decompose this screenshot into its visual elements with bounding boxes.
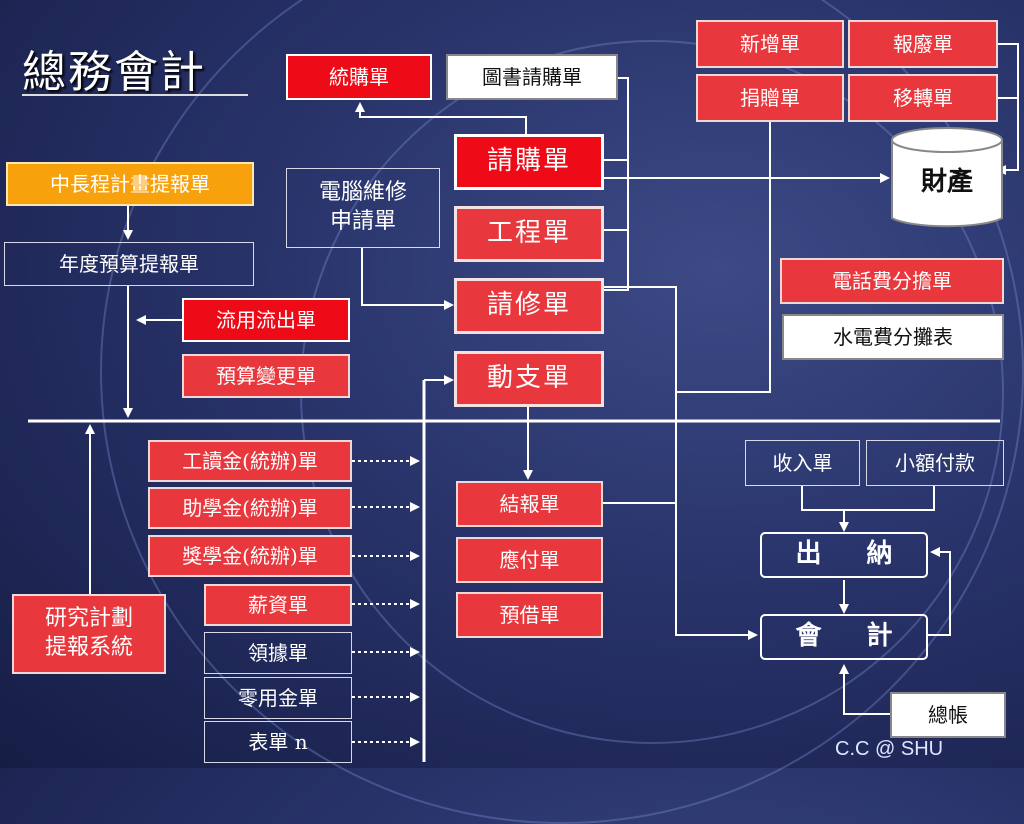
node-new-asset[interactable]: 新增單 — [696, 20, 844, 68]
node-income[interactable]: 收入單 — [745, 440, 860, 486]
title-underline — [22, 94, 248, 96]
node-accounting[interactable]: 會 計 — [760, 614, 928, 660]
node-budget-plan[interactable]: 中長程計畫提報單 — [6, 162, 254, 206]
node-advance[interactable]: 預借單 — [456, 592, 603, 638]
node-transfer[interactable]: 移轉單 — [848, 74, 998, 122]
node-scholarship[interactable]: 獎學金(統辦)單 — [148, 535, 352, 577]
node-salary[interactable]: 薪資單 — [204, 584, 352, 626]
node-phone-share[interactable]: 電話費分擔單 — [780, 258, 1004, 304]
node-purchase-request[interactable]: 請購單 — [454, 134, 604, 190]
node-form-n[interactable]: 表單 n — [204, 721, 352, 763]
property-label: 財產 — [920, 167, 973, 198]
node-budget-change[interactable]: 預算變更單 — [182, 354, 350, 398]
node-engineering[interactable]: 工程單 — [454, 206, 604, 262]
node-receipt[interactable]: 領據單 — [204, 632, 352, 674]
node-expense[interactable]: 動支單 — [454, 351, 604, 407]
node-settlement[interactable]: 結報單 — [456, 481, 603, 527]
node-small-payment[interactable]: 小額付款 — [866, 440, 1004, 486]
property-database-icon — [891, 127, 1003, 228]
footer-credit: C.C @ SHU — [835, 738, 944, 760]
node-computer-repair[interactable]: 電腦維修 申請單 — [286, 168, 440, 248]
node-petty-cash[interactable]: 零用金單 — [204, 677, 352, 719]
node-repair-request[interactable]: 請修單 — [454, 278, 604, 334]
node-cashier[interactable]: 出 納 — [760, 532, 928, 578]
node-property[interactable]: 財產 — [892, 158, 1002, 208]
node-annual-budget[interactable]: 年度預算提報單 — [4, 242, 254, 286]
node-transfer-out[interactable]: 流用流出單 — [182, 298, 350, 342]
node-aid[interactable]: 助學金(統辦)單 — [148, 487, 352, 529]
node-payable[interactable]: 應付單 — [456, 537, 603, 583]
node-ledger[interactable]: 總帳 — [890, 692, 1006, 738]
node-utility-share[interactable]: 水電費分攤表 — [782, 314, 1004, 360]
node-unified-purchase[interactable]: 統購單 — [286, 54, 432, 100]
page-title: 總務會計 — [22, 47, 206, 98]
node-scrap[interactable]: 報廢單 — [848, 20, 998, 68]
node-book-purchase[interactable]: 圖書請購單 — [446, 54, 618, 100]
connector-lines — [85, 102, 1006, 747]
node-donation[interactable]: 捐贈單 — [696, 74, 844, 122]
node-research-plan[interactable]: 研究計劃 提報系統 — [12, 594, 166, 674]
node-work-study[interactable]: 工讀金(統辦)單 — [148, 440, 352, 482]
